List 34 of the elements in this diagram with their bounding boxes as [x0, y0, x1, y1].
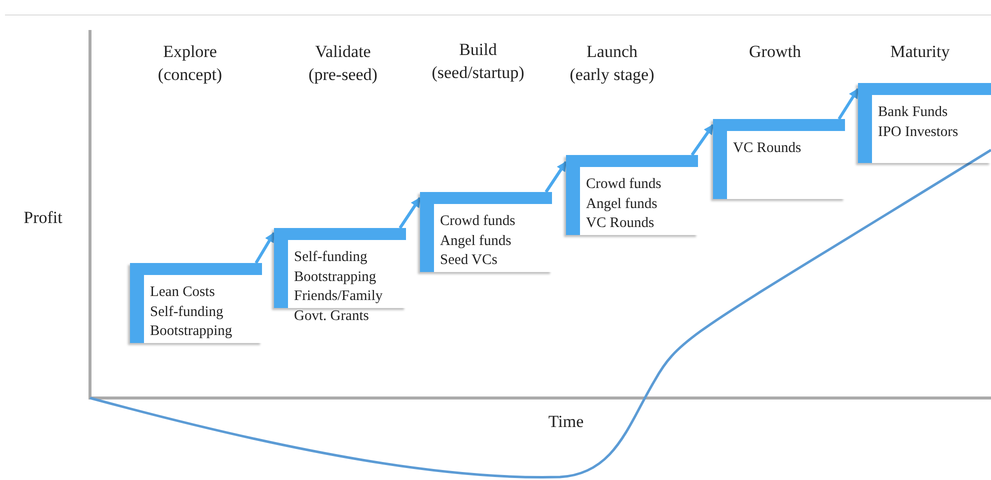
step-bracket — [130, 263, 262, 343]
funding-source: Crowd funds — [439, 212, 516, 231]
step-arrow — [254, 232, 276, 264]
funding-source: VC Rounds — [732, 139, 802, 158]
step-bracket — [420, 192, 552, 272]
stage-heading: Maturity — [890, 41, 950, 63]
stage-heading: Build (seed/startup) — [432, 39, 524, 84]
stage-heading: Growth — [749, 41, 801, 63]
axis-title: Time — [548, 411, 584, 433]
funding-source: Bootstrapping — [293, 268, 378, 286]
funding-source: Self-funding — [293, 248, 368, 267]
funding-source: IPO Investors — [877, 122, 960, 142]
funding-source: Govt. Grants — [293, 306, 370, 326]
stage-heading: Launch (early stage) — [570, 41, 654, 86]
stage-heading: Explore (concept) — [158, 41, 222, 86]
funding-source: Angel funds — [585, 194, 658, 214]
step-arrow — [838, 88, 860, 120]
step-bracket — [858, 83, 991, 163]
step-arrow — [398, 197, 422, 229]
step-bracket — [713, 119, 845, 199]
funding-source: Lean Costs — [149, 283, 216, 302]
stage-heading: Validate (pre-seed) — [308, 41, 378, 86]
funding-source: Bootstrapping — [149, 322, 234, 341]
funding-source: Bank Funds — [877, 103, 949, 122]
funding-source: Crowd funds — [585, 175, 662, 194]
step-bracket — [566, 155, 698, 235]
funding-source: Seed VCs — [439, 251, 498, 270]
funding-source: VC Rounds — [585, 214, 656, 233]
funding-source: Self-funding — [149, 302, 224, 322]
step-arrow — [544, 161, 568, 193]
funding-source: Angel funds — [439, 232, 512, 250]
funding-source: Friends/Family — [293, 287, 384, 306]
axis-title: Profit — [24, 207, 62, 229]
step-arrow — [690, 124, 714, 156]
